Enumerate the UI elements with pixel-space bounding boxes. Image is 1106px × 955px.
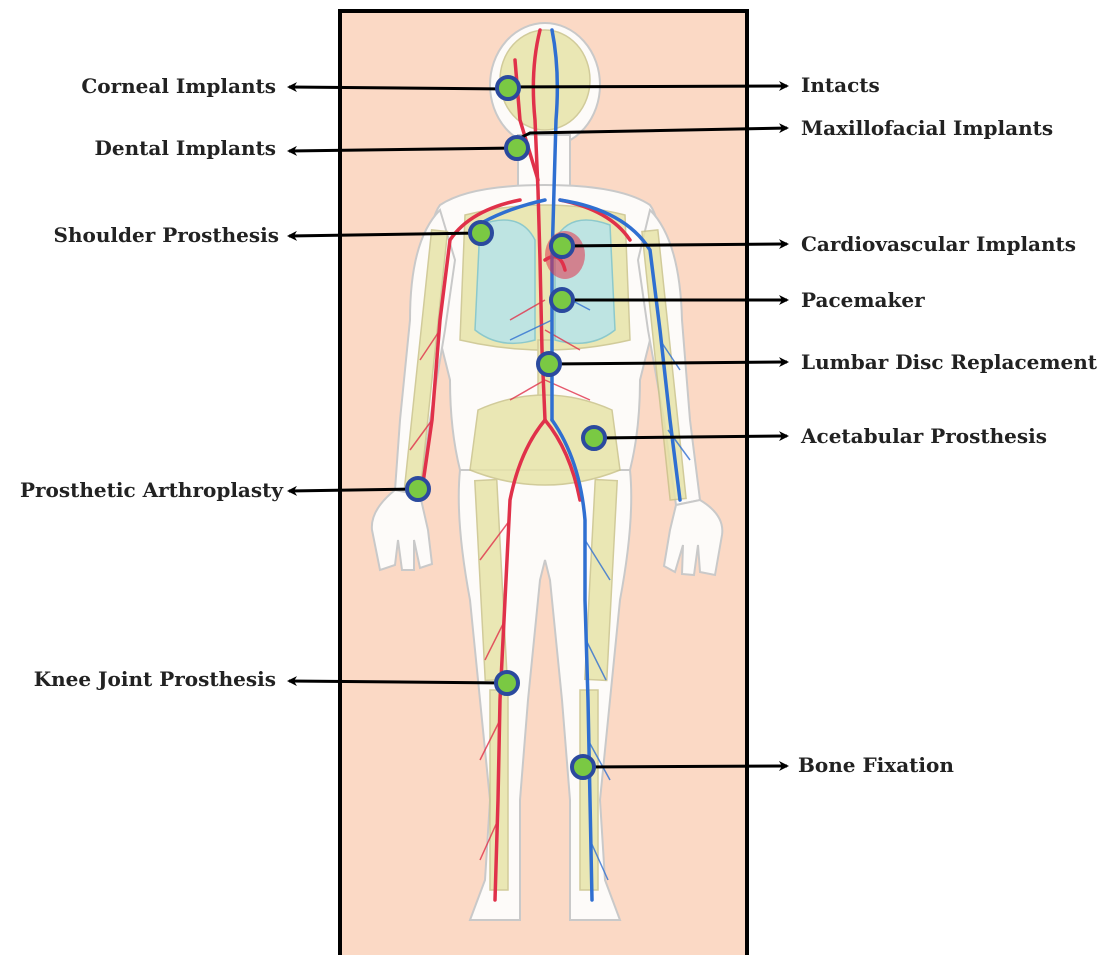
label-knee-joint-prosthesis: Knee Joint Prosthesis (34, 667, 276, 691)
connector-corneal-implants (289, 87, 508, 89)
marker-prosthetic-arthroplasty (407, 478, 429, 500)
marker-shoulder-prosthesis (470, 222, 492, 244)
marker-pacemaker (551, 289, 573, 311)
marker-knee-joint-prosthesis (496, 672, 518, 694)
label-bone-fixation: Bone Fixation (798, 753, 954, 777)
marker-corneal-implants (497, 77, 519, 99)
label-maxillofacial-implants: Maxillofacial Implants (801, 116, 1053, 140)
label-prosthetic-arthroplasty: Prosthetic Arthroplasty (20, 478, 284, 502)
connector-intacts (508, 86, 787, 87)
label-dental-implants: Dental Implants (95, 136, 276, 160)
label-pacemaker: Pacemaker (801, 288, 925, 312)
connector-cardiovascular-implants (562, 244, 787, 246)
marker-lumbar-disc-replacement (538, 353, 560, 375)
connector-acetabular-prosthesis (594, 436, 787, 438)
connector-knee-joint-prosthesis (289, 681, 507, 683)
label-corneal-implants: Corneal Implants (81, 74, 276, 98)
marker-acetabular-prosthesis (583, 427, 605, 449)
marker-cardiovascular-implants (551, 235, 573, 257)
label-lumbar-disc-replacement: Lumbar Disc Replacement (801, 350, 1098, 374)
label-cardiovascular-implants: Cardiovascular Implants (801, 232, 1076, 256)
connector-lumbar-disc-replacement (549, 362, 787, 364)
connector-prosthetic-arthroplasty (289, 489, 418, 491)
label-intacts: Intacts (801, 73, 880, 97)
label-acetabular-prosthesis: Acetabular Prosthesis (800, 424, 1047, 448)
label-shoulder-prosthesis: Shoulder Prosthesis (54, 223, 279, 247)
marker-bone-fixation (572, 756, 594, 778)
marker-dental-implants (506, 137, 528, 159)
connector-bone-fixation (583, 766, 787, 767)
